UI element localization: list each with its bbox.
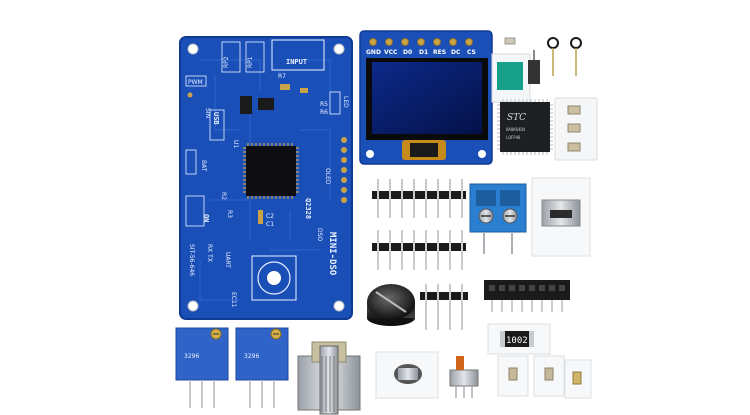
smd-part-bag-3	[564, 359, 592, 399]
screw-terminal-block	[469, 183, 527, 254]
led-label: LED	[342, 96, 349, 108]
qfp-mcu-footprint	[243, 143, 299, 199]
r6-label: R6	[320, 109, 328, 116]
c2-label: C2	[266, 213, 274, 220]
trimmer-2-marking: 3296	[244, 353, 259, 360]
trimmer-potentiometer-1: 3296	[175, 327, 229, 408]
brand-label: DSO	[316, 228, 323, 241]
on-label: ON	[202, 214, 210, 222]
oled-pin-d0: D0	[403, 49, 412, 56]
rp1-label: RP1	[247, 56, 254, 68]
oled-pin-cs: CS	[467, 49, 476, 56]
pin-header-8x-a	[372, 179, 466, 218]
r2-label: R2	[220, 192, 227, 200]
r5-label: R5	[320, 101, 328, 108]
mcu-brand: STC	[507, 113, 526, 123]
oled-display-module: GND VCC D0 D1 RES DC CS	[359, 30, 493, 165]
slide-switch	[449, 356, 479, 398]
pwm-label: PWM	[188, 79, 203, 86]
oled-pin-vcc: VCC	[384, 49, 398, 56]
smd-capacitor-bag	[554, 97, 598, 161]
board-id: Q2328	[304, 198, 312, 219]
oled-pin-d1: D1	[419, 49, 428, 56]
smd-resistor-bag: 1002	[487, 323, 551, 355]
ec11-label: EC11	[230, 292, 237, 308]
u1-label: U1	[232, 140, 239, 148]
input-label: INPUT	[286, 58, 307, 66]
oled-label: OLED	[324, 168, 331, 185]
ec11-rotary-encoder	[297, 341, 361, 415]
r3-label: R3	[226, 210, 233, 218]
stc-mcu-chip: STC 8A8K64D4 LQFP48	[497, 99, 553, 155]
board-name: MINI-DSO	[327, 232, 337, 276]
mcu-part: 8A8K64D4	[506, 127, 526, 132]
small-sealed-bag	[491, 53, 531, 103]
rx-tx-label: RX TX	[206, 244, 213, 262]
mini-dso-pcb: INPUT RP2 RP1 PWM SIN USB U1 LED R5 R6 R…	[179, 36, 353, 320]
oled-pin-res: RES	[433, 49, 446, 56]
smd-part-bag-2	[533, 355, 565, 397]
trimmer-1-marking: 3296	[184, 353, 199, 360]
trimmer-potentiometer-2: 3296	[235, 327, 289, 408]
oled-header-pads	[341, 137, 347, 203]
oled-pin-dc: DC	[451, 49, 461, 56]
rotary-knob-cap	[367, 284, 415, 326]
rp2-label: RP2	[223, 56, 230, 68]
oled-pin-header	[369, 38, 473, 46]
micro-usb-connector-bag	[531, 177, 591, 257]
smd-part-bag-1	[497, 355, 529, 397]
female-header-strip	[484, 280, 570, 312]
pin-header-8x-b	[372, 230, 466, 270]
sin-label: SIN	[204, 108, 211, 118]
right-angle-header	[420, 284, 468, 330]
r7-label: R7	[278, 73, 286, 80]
oled-pin-gnd: GND	[366, 49, 381, 56]
usb-label: USB	[212, 112, 220, 125]
resistor-marking: 1002	[506, 336, 528, 346]
smd-capacitor-top	[504, 37, 516, 45]
signal-code-label: SIT-56-646	[188, 244, 195, 276]
mcu-code: LQFP48	[506, 135, 521, 140]
c1-label: C1	[266, 221, 274, 228]
encoder-footprint	[251, 255, 297, 301]
uart-label: UART	[224, 252, 231, 268]
bat-label: BAT	[200, 160, 207, 172]
crystal-oscillator-bag	[375, 351, 439, 399]
led-components	[528, 37, 582, 84]
